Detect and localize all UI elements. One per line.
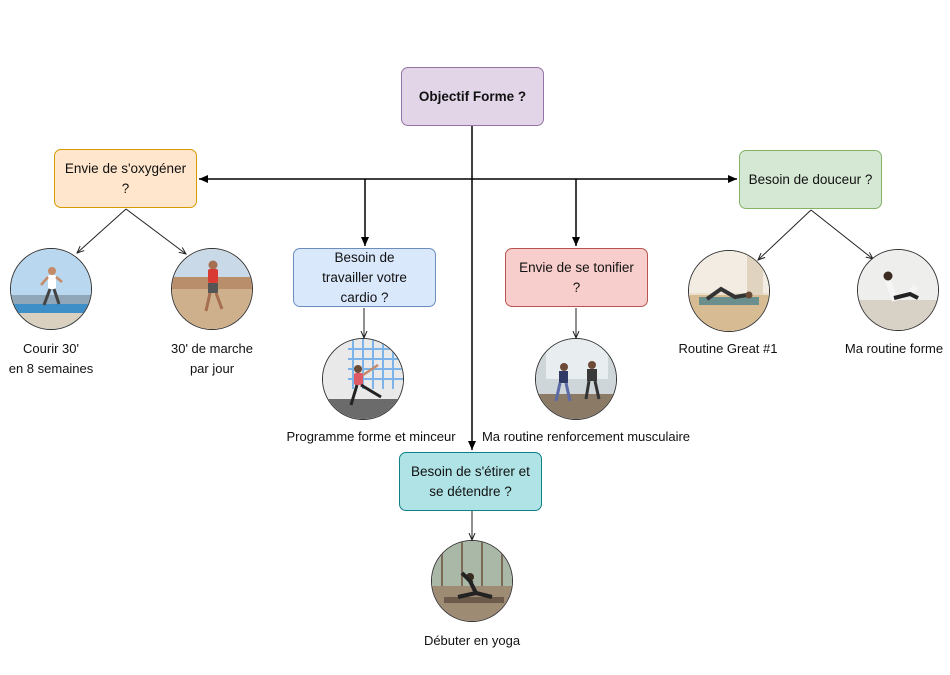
walk-caption[interactable]: 30' de marche par jour [171,341,253,376]
root-label: Objectif Forme ? [418,88,527,104]
my-routine-photo[interactable] [857,249,939,331]
walking-photo[interactable] [171,248,253,330]
to-my-routine [810,209,873,259]
oxygen-label: Envie de s'oxygéner ? [64,160,187,196]
root-node: Objectif Forme ? [401,67,544,126]
to-great [758,209,812,260]
yoga-photo[interactable] [431,540,513,622]
my-routine-caption[interactable]: Ma routine forme [844,341,944,356]
stretch-label: Besoin de s'étirer et se détendre ? [411,463,530,499]
yoga-caption[interactable]: Débuter en yoga [423,633,521,648]
tonify-node: Envie de se tonifier ? [505,248,648,307]
fitness-caption[interactable]: Programme forme et minceur [286,429,456,444]
stretch-node: Besoin de s'étirer et se détendre ? [399,452,542,511]
oxygen-node: Envie de s'oxygéner ? [54,149,197,208]
tonify-label: Envie de se tonifier ? [519,259,634,295]
run-caption[interactable]: Courir 30' en 8 semaines [8,341,94,376]
great-routine-photo[interactable] [688,250,770,332]
cardio-node: Besoin de travailler votre cardio ? [293,248,436,307]
to-run [77,208,127,253]
gentle-label: Besoin de douceur ? [748,171,873,187]
strength-photo[interactable] [535,338,617,420]
to-walk [125,208,186,254]
running-photo[interactable] [10,248,92,330]
cardio-label: Besoin de travailler votre cardio ? [322,249,407,305]
gentle-node: Besoin de douceur ? [739,150,882,209]
fitness-photo[interactable] [322,338,404,420]
strength-caption[interactable]: Ma routine renforcement musculaire [481,429,691,444]
great-caption[interactable]: Routine Great #1 [678,341,778,356]
